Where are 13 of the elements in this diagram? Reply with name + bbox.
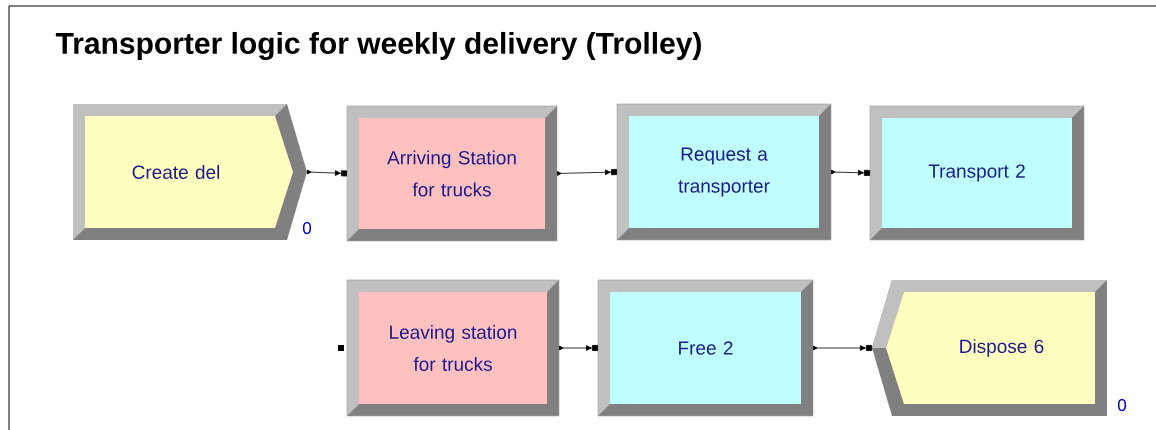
- module-box: Transport 2: [869, 105, 1085, 241]
- module-box: Leaving station for trucks: [346, 279, 560, 417]
- module-box: Free 2: [597, 279, 814, 417]
- connector: [556, 169, 618, 176]
- title: Transporter logic for weekly delivery (Trolley): [55, 31, 701, 61]
- entity-counter: 0: [1117, 398, 1127, 411]
- connector: [306, 169, 348, 177]
- module-box: Request a transporter: [616, 103, 832, 241]
- dispose-module: Dispose 6: [872, 280, 1107, 416]
- connector: [830, 169, 871, 176]
- connector: [559, 345, 598, 351]
- module-box: Arriving Station for trucks: [346, 105, 558, 242]
- connector: [813, 345, 872, 351]
